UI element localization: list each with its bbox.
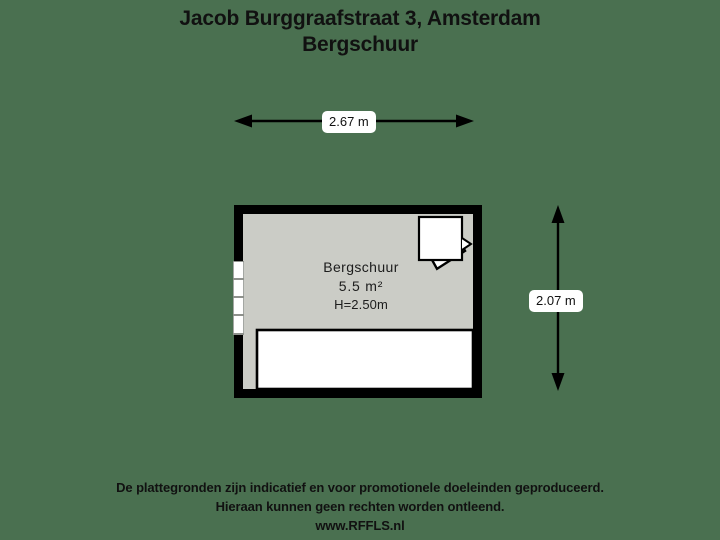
dimension-label-height: 2.07 m bbox=[529, 290, 583, 312]
window-pane bbox=[233, 298, 244, 314]
window-pane bbox=[233, 262, 244, 278]
footer-line-2: Hieraan kunnen geen rechten worden ontle… bbox=[215, 499, 505, 514]
footer-line-1: De plattegronden zijn indicatief en voor… bbox=[116, 480, 604, 495]
window-left-wall bbox=[233, 261, 244, 335]
window-pane bbox=[233, 316, 244, 333]
footer-disclaimer: De plattegronden zijn indicatief en voor… bbox=[0, 478, 720, 535]
platform-fixture bbox=[255, 328, 475, 391]
window-pane bbox=[233, 280, 244, 296]
title-subtitle: Bergschuur bbox=[302, 33, 418, 56]
page-title: Jacob Burggraafstraat 3, Amsterdam Bergs… bbox=[0, 6, 720, 58]
door-jamb bbox=[461, 237, 473, 251]
door-panel bbox=[417, 215, 464, 262]
dimension-label-width: 2.67 m bbox=[322, 111, 376, 133]
title-address: Jacob Burggraafstraat 3, Amsterdam bbox=[179, 7, 541, 30]
footer-website: www.RFFLS.nl bbox=[315, 518, 405, 533]
door-top-right bbox=[417, 215, 473, 271]
